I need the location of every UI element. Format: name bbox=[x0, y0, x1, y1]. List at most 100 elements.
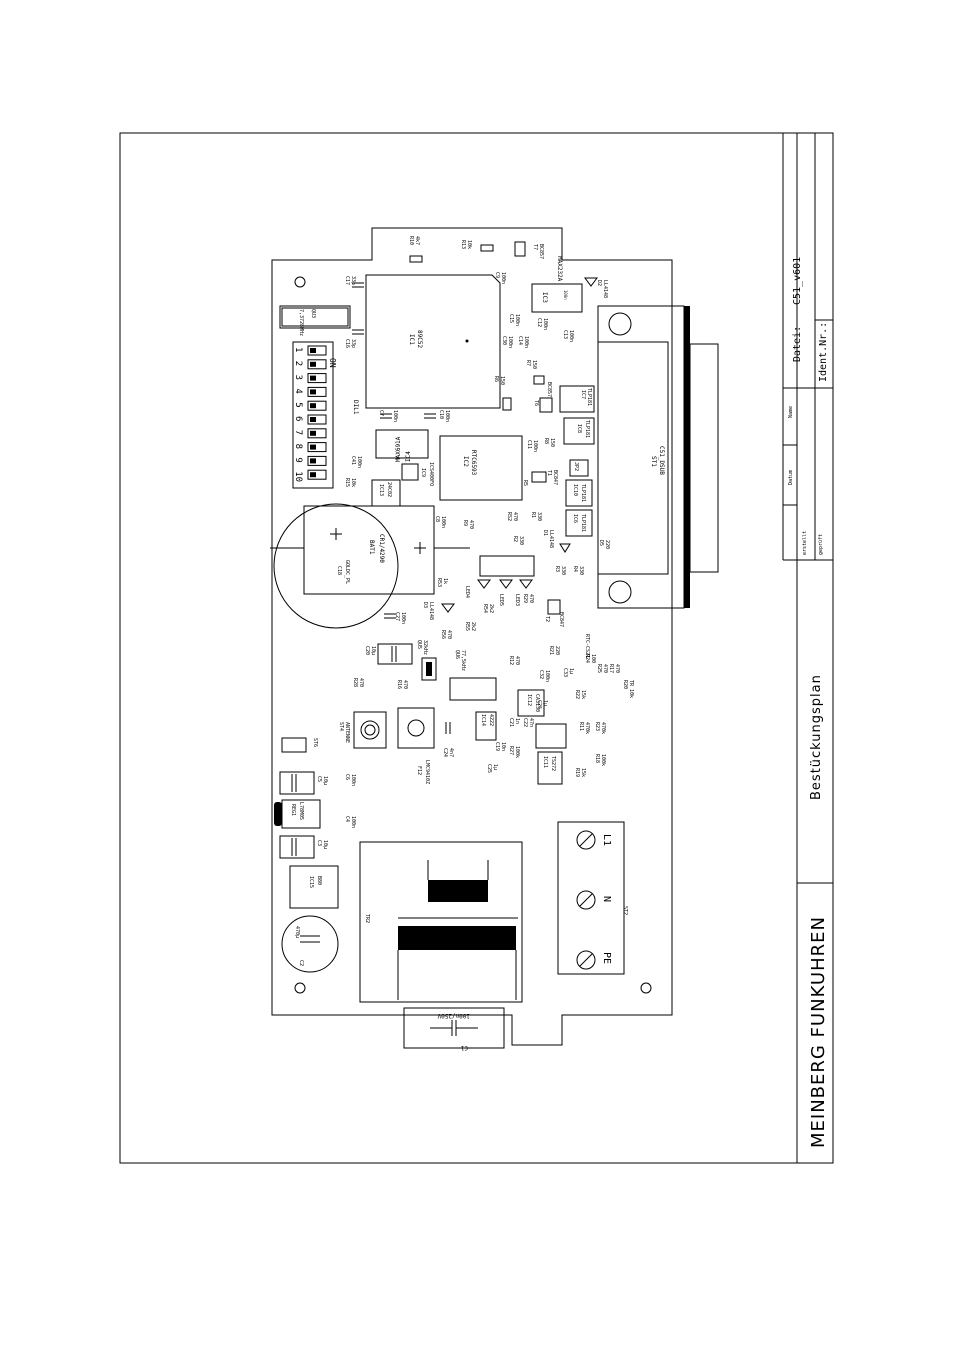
svg-text:C5: C5 bbox=[316, 776, 322, 782]
opamp-area: IC12 CA3130 IC11 TS272 C21 1n C22 47n C2… bbox=[508, 646, 634, 785]
svg-text:R28: R28 bbox=[352, 678, 358, 687]
dil-switch-knob bbox=[310, 361, 316, 367]
svg-text:470µ: 470µ bbox=[294, 926, 300, 938]
svg-text:89C52: 89C52 bbox=[416, 330, 423, 348]
svg-text:C15: C15 bbox=[508, 314, 514, 323]
svg-text:IC2: IC2 bbox=[462, 456, 469, 467]
dil-switch-number: 4 bbox=[293, 388, 303, 393]
svg-text:470: 470 bbox=[468, 520, 474, 529]
svg-text:R19: R19 bbox=[574, 768, 580, 777]
dil-switch-knob bbox=[310, 472, 316, 478]
dil-switch-position bbox=[307, 400, 327, 411]
svg-text:R12: R12 bbox=[508, 656, 514, 665]
svg-text:DIL1: DIL1 bbox=[352, 400, 359, 415]
svg-text:100n: 100n bbox=[544, 670, 550, 682]
svg-text:LL4148: LL4148 bbox=[428, 602, 434, 620]
svg-text:C24: C24 bbox=[442, 748, 448, 757]
svg-text:R9: R9 bbox=[462, 520, 468, 526]
svg-text:R6: R6 bbox=[493, 376, 499, 382]
svg-text:C20: C20 bbox=[364, 646, 370, 655]
svg-text:220: 220 bbox=[554, 646, 560, 655]
dil-switch-number: 10 bbox=[293, 471, 303, 482]
svg-text:L78M05: L78M05 bbox=[298, 802, 304, 820]
svg-text:IC4: IC4 bbox=[405, 451, 412, 462]
svg-text:150: 150 bbox=[549, 438, 555, 447]
svg-text:D3: D3 bbox=[422, 602, 428, 608]
svg-text:C13: C13 bbox=[562, 330, 568, 339]
mounting-hole bbox=[640, 982, 652, 994]
svg-text:IC15: IC15 bbox=[308, 876, 314, 888]
svg-text:100n: 100n bbox=[542, 318, 548, 330]
svg-text:N: N bbox=[601, 896, 612, 902]
svg-text:150: 150 bbox=[531, 360, 537, 369]
dil-switch-position bbox=[307, 386, 327, 397]
svg-text:330: 330 bbox=[578, 566, 584, 575]
svg-text:F12: F12 bbox=[416, 766, 422, 775]
svg-text:IC1: IC1 bbox=[408, 334, 415, 345]
svg-text:150: 150 bbox=[499, 376, 505, 385]
svg-text:100n: 100n bbox=[400, 612, 406, 624]
svg-text:77,5kHz: 77,5kHz bbox=[460, 650, 466, 671]
svg-text:T6: T6 bbox=[533, 400, 539, 406]
svg-text:220: 220 bbox=[604, 540, 610, 549]
ic3-max232: IC3 MAX232A 100n D2 LL4148 C15 100n C12 … bbox=[501, 256, 608, 348]
svg-text:470: 470 bbox=[512, 512, 518, 521]
svg-text:BC857: BC857 bbox=[538, 244, 544, 259]
svg-text:24C02: 24C02 bbox=[386, 482, 392, 497]
svg-text:15k: 15k bbox=[580, 690, 586, 699]
svg-text:100n: 100n bbox=[532, 440, 538, 452]
svg-text:BAT1: BAT1 bbox=[368, 540, 375, 555]
svg-text:R53: R53 bbox=[436, 578, 442, 587]
svg-text:LL4148: LL4148 bbox=[548, 530, 554, 548]
svg-text:RTC-CS21: RTC-CS21 bbox=[584, 634, 590, 658]
dil-switch-knob bbox=[310, 348, 316, 353]
svg-text:R11: R11 bbox=[578, 722, 584, 731]
svg-text:D1: D1 bbox=[542, 530, 548, 536]
svg-text:10µ: 10µ bbox=[322, 840, 328, 849]
svg-text:R29: R29 bbox=[522, 594, 528, 603]
svg-text:100n: 100n bbox=[350, 774, 356, 786]
svg-text:1µ: 1µ bbox=[568, 668, 574, 674]
svg-text:100n: 100n bbox=[392, 410, 398, 422]
dil-switch-knob bbox=[310, 375, 316, 381]
svg-text:TR 10k: TR 10k bbox=[628, 680, 634, 698]
svg-text:C8: C8 bbox=[434, 516, 440, 522]
svg-text:C6: C6 bbox=[344, 774, 350, 780]
title-block: MEINBERG FUNKUHREN Bestückungsplan Datei… bbox=[782, 133, 833, 1163]
svg-text:100n: 100n bbox=[350, 816, 356, 828]
svg-text:470k: 470k bbox=[600, 722, 606, 734]
resistor-led-cluster: R9 470 RS2 470 R1 330 R2 330 D1 LL4148 D… bbox=[422, 512, 610, 658]
svg-text:BC857: BC857 bbox=[546, 382, 552, 397]
svg-text:TLP181: TLP181 bbox=[580, 484, 586, 502]
svg-text:100n: 100n bbox=[444, 410, 450, 422]
dil-switch-knob bbox=[310, 389, 316, 395]
svg-text:LED3: LED3 bbox=[514, 594, 520, 606]
svg-text:470: 470 bbox=[358, 678, 364, 687]
svg-text:1n: 1n bbox=[514, 718, 520, 724]
svg-text:32kHz: 32kHz bbox=[422, 640, 428, 655]
svg-text:330: 330 bbox=[518, 536, 524, 545]
dil-switch-position bbox=[307, 442, 327, 453]
svg-text:IC14: IC14 bbox=[480, 714, 486, 726]
svg-text:4n7: 4n7 bbox=[448, 748, 454, 757]
svg-text:10µ: 10µ bbox=[370, 646, 376, 655]
svg-text:1µ: 1µ bbox=[542, 700, 548, 706]
svg-text:R55: R55 bbox=[464, 622, 470, 631]
svg-text:R27: R27 bbox=[508, 746, 514, 755]
dil-switch-number: 9 bbox=[293, 457, 303, 462]
svg-text:T7: T7 bbox=[532, 244, 538, 250]
svg-text:R25: R25 bbox=[596, 664, 602, 673]
svg-text:C4: C4 bbox=[344, 816, 350, 822]
ic9-ic13-area: IC9 ICS400FO IC13 24C02 R15 10k bbox=[344, 462, 434, 507]
dil-switch-number: 5 bbox=[293, 402, 303, 407]
drawing-frame bbox=[119, 132, 834, 1164]
svg-text:R17: R17 bbox=[608, 664, 614, 673]
svg-text:100n/250V: 100n/250V bbox=[437, 1012, 470, 1019]
svg-text:R22: R22 bbox=[574, 690, 580, 699]
dil-switch-number: 6 bbox=[293, 416, 303, 421]
svg-text:C10: C10 bbox=[438, 410, 444, 419]
svg-text:R54: R54 bbox=[482, 604, 488, 613]
svg-text:C16: C16 bbox=[344, 339, 350, 348]
svg-text:C14: C14 bbox=[517, 336, 523, 345]
